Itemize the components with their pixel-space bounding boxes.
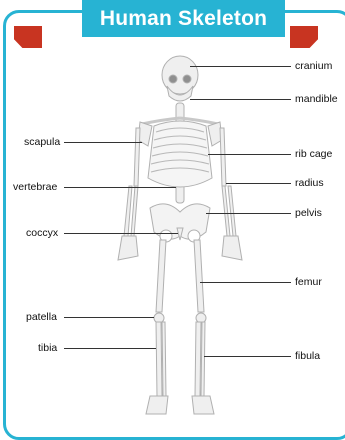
patella-leader bbox=[64, 317, 154, 318]
label-cranium: cranium bbox=[295, 60, 332, 72]
tibia-bone bbox=[156, 322, 162, 396]
label-tibia: tibia bbox=[38, 342, 57, 354]
rib-cage-bone bbox=[148, 121, 212, 187]
label-rib-cage: rib cage bbox=[295, 148, 332, 160]
mandible-leader bbox=[190, 99, 291, 100]
pelvis-leader bbox=[206, 213, 291, 214]
fibula-bone bbox=[201, 322, 205, 396]
fibula-leader bbox=[204, 356, 291, 357]
tibia-leader bbox=[64, 348, 156, 349]
femur-leader bbox=[200, 282, 291, 283]
label-vertebrae: vertebrae bbox=[13, 181, 57, 193]
label-pelvis: pelvis bbox=[295, 207, 322, 219]
vertebrae-leader bbox=[64, 187, 176, 188]
label-coccyx: coccyx bbox=[26, 227, 58, 239]
scapula-leader bbox=[64, 142, 142, 143]
skeleton-illustration bbox=[0, 0, 345, 426]
rib-cage-leader bbox=[208, 154, 291, 155]
coccyx-leader bbox=[64, 233, 178, 234]
radius-leader bbox=[226, 183, 291, 184]
label-scapula: scapula bbox=[24, 136, 60, 148]
label-femur: femur bbox=[295, 276, 322, 288]
label-radius: radius bbox=[295, 177, 324, 189]
femur-bone bbox=[156, 240, 166, 312]
label-mandible: mandible bbox=[295, 93, 338, 105]
label-patella: patella bbox=[26, 311, 57, 323]
label-fibula: fibula bbox=[295, 350, 320, 362]
cranium-leader bbox=[190, 66, 291, 67]
